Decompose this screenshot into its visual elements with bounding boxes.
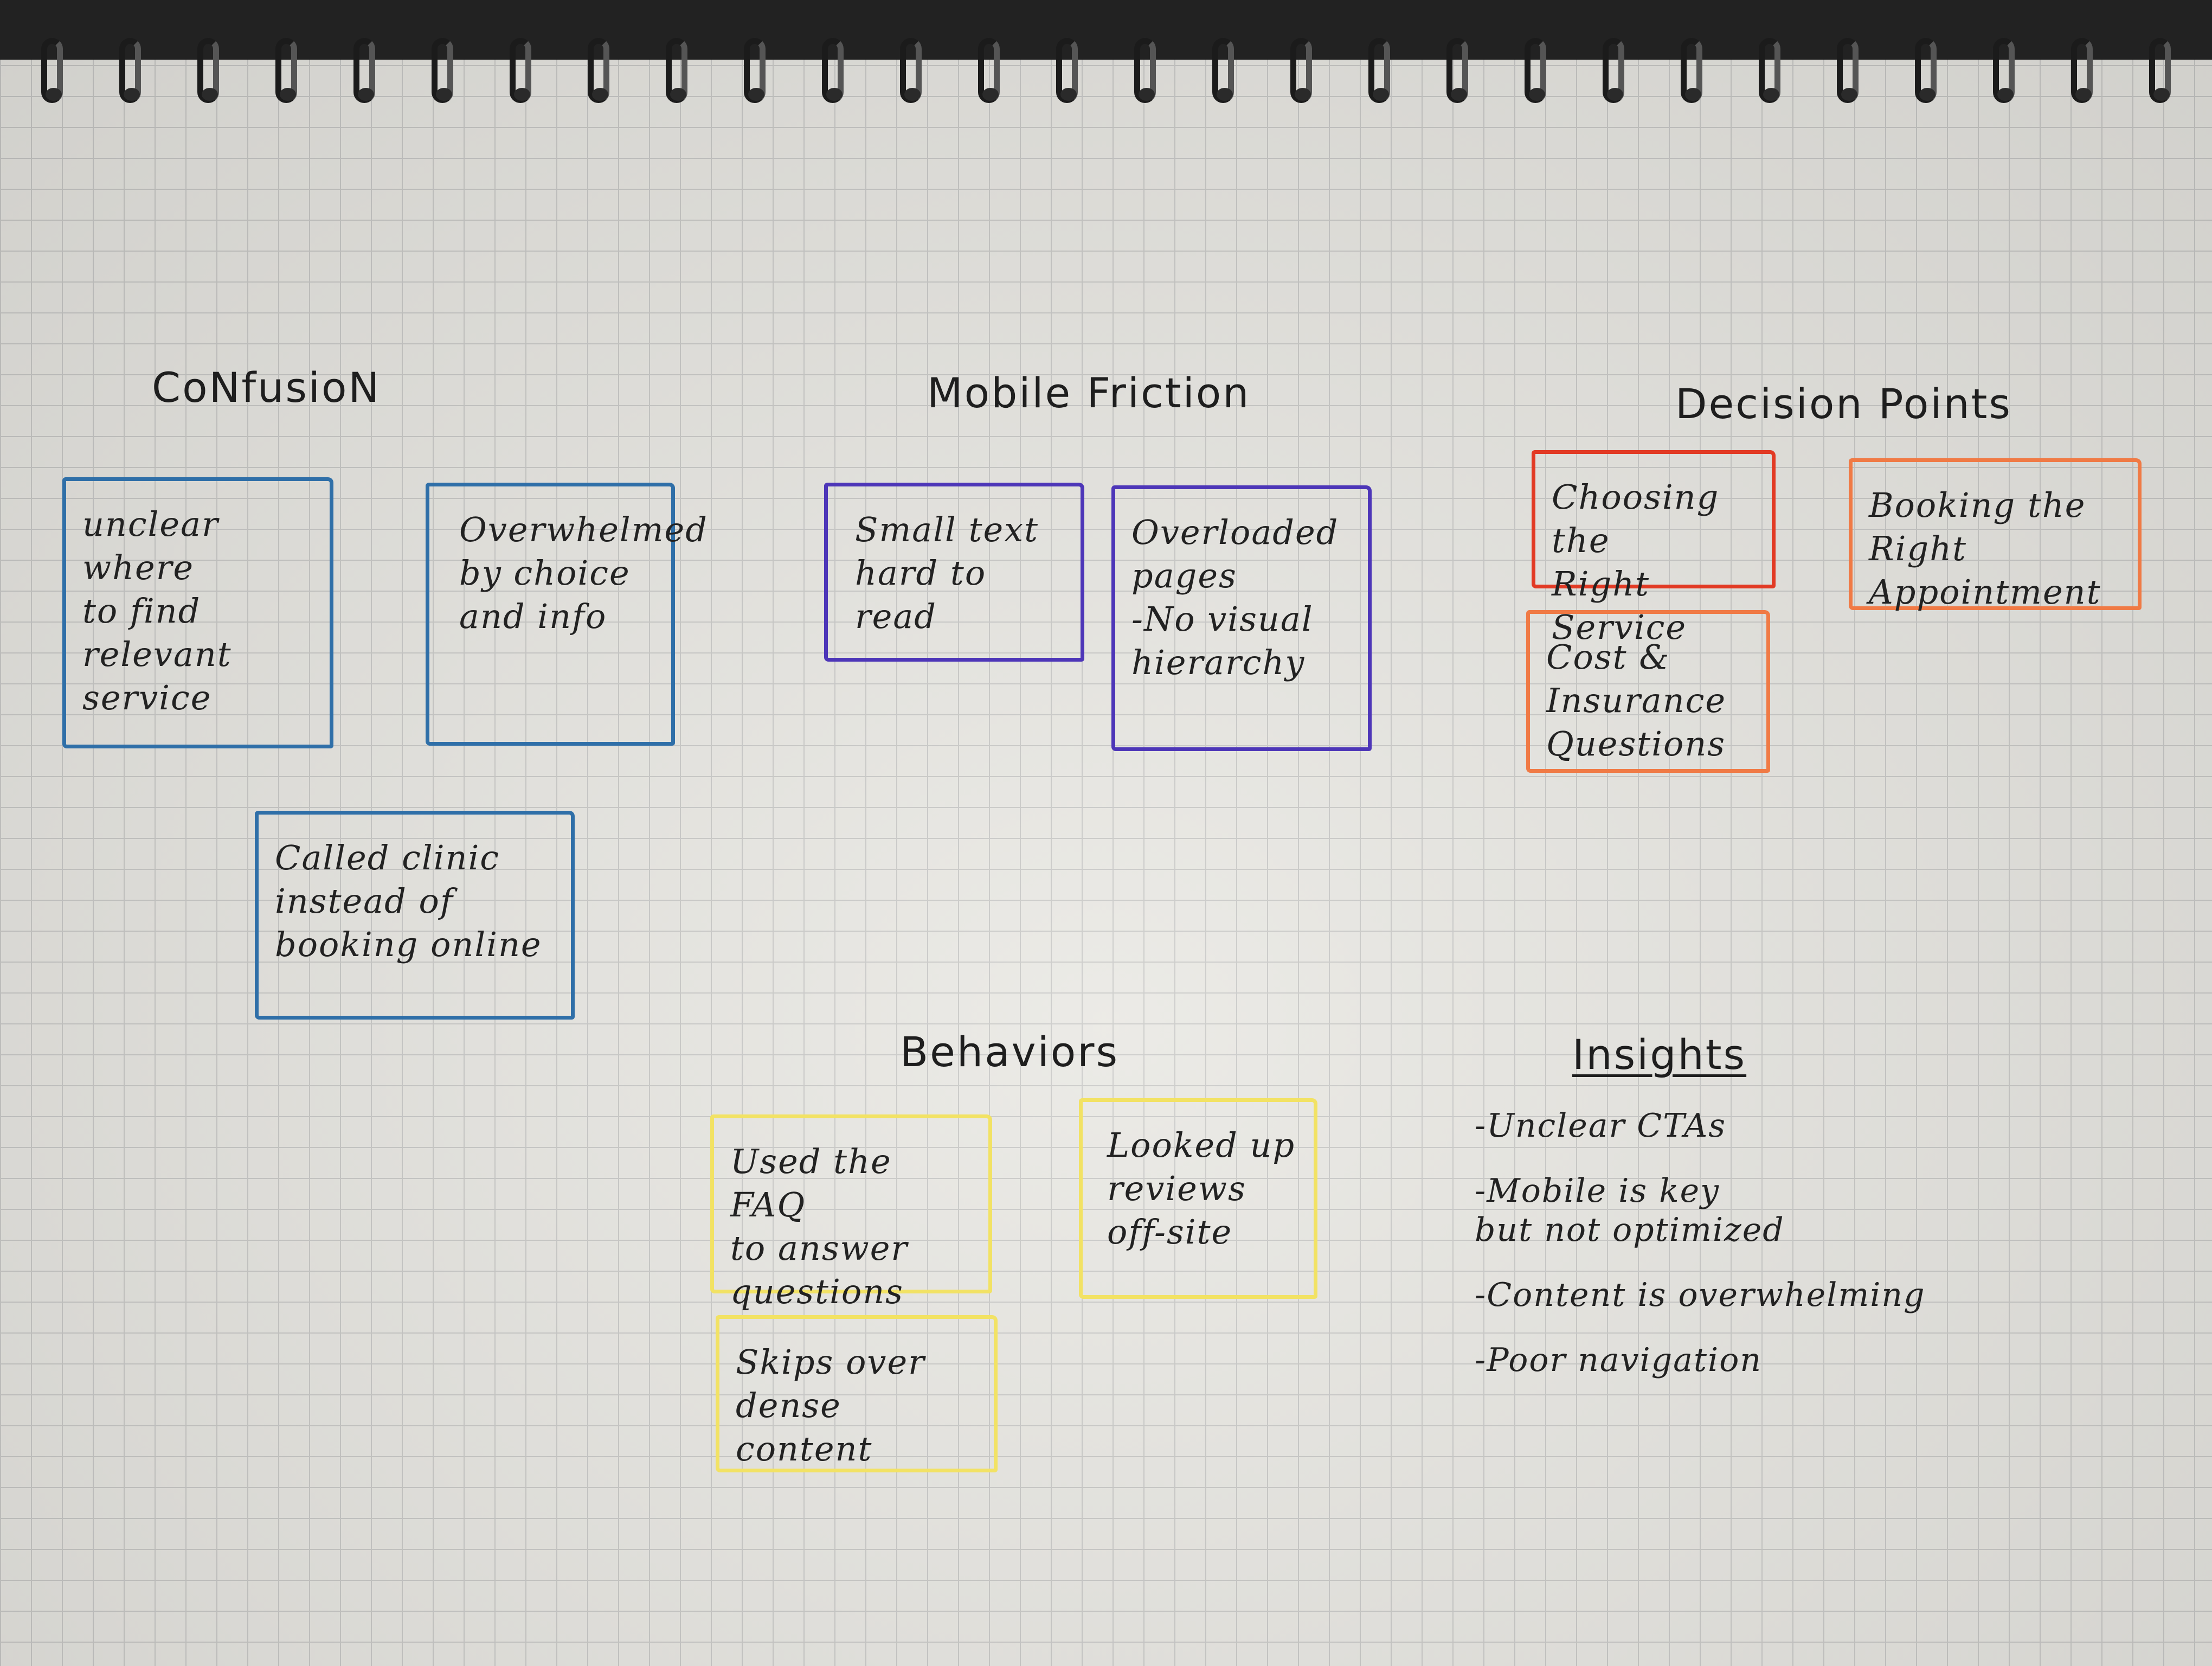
ring-hole [1373,88,1389,101]
ring-hole [826,88,843,101]
mobile-note-overloaded-pages: Overloaded pages -No visual hierarchy [1111,485,1372,751]
confusion-note-unclear-where: unclear where to find relevant service [62,477,333,748]
note-text: Cost & Insurance Questions [1546,637,1727,764]
ring-hole [748,88,764,101]
ring-hole [1685,88,1701,101]
ring-hole [1060,88,1077,101]
spiral-ring [584,38,617,103]
insight-item: -Poor navigation [1475,1341,1762,1379]
spiral-ring [1599,38,1632,103]
ring-hole [670,88,686,101]
note-text: Skips over dense content [736,1342,925,1469]
note-text: Called clinic instead of booking online [275,838,542,964]
note-text: Small text hard to read [855,510,1039,636]
ring-hole [358,88,374,101]
ring-hole [1841,88,1857,101]
spiral-ring [1131,38,1163,103]
ring-hole [46,88,62,101]
spiral-ring [272,38,305,103]
note-text: Choosing the Right Service [1552,477,1720,647]
confusion-note-overwhelmed: Overwhelmed by choice and info [426,483,708,746]
behavior-note-looked-up-reviews: Looked up reviews off-site [1079,1098,1317,1299]
ring-hole [124,88,140,101]
spiral-ring [1521,38,1554,103]
heading-behaviors: Behaviors [900,1028,1120,1076]
ring-hole [1529,88,1545,101]
note-text: Overwhelmed by choice and info [459,510,708,636]
confusion-note-called-clinic: Called clinic instead of booking online [255,811,575,1020]
spiral-ring [1756,38,1788,103]
decision-note-choosing-service: Choosing the Right Service [1532,450,1776,647]
mobile-note-small-text: Small text hard to read [824,483,1084,662]
spiral-ring [1912,38,1944,103]
behavior-note-used-faq: Used the FAQ to answer questions [710,1114,992,1311]
ring-hole [436,88,452,101]
ring-hole [982,88,999,101]
ring-hole [592,88,608,101]
ring-hole [514,88,530,101]
spiral-ring [975,38,1007,103]
heading-confusion: CoNfusioN [152,363,381,412]
note-text: Looked up reviews off-site [1107,1125,1296,1252]
spiral-ring [1443,38,1476,103]
spiral-ring [741,38,773,103]
decision-note-cost-insurance: Cost & Insurance Questions [1526,610,1770,773]
spiral-ring [1287,38,1320,103]
ring-hole [1295,88,1311,101]
spiral-ring [897,38,929,103]
insight-item: -Unclear CTAs [1475,1107,1727,1145]
note-text: Overloaded pages -No visual hierarchy [1131,512,1339,682]
ring-hole [2153,88,2170,101]
spiral-ring [38,38,70,103]
insight-item: -Content is overwhelming [1475,1276,1926,1314]
ring-hole [202,88,218,101]
spiral-ring [1990,38,2022,103]
spiral-ring [2068,38,2100,103]
spiral-ring [1209,38,1242,103]
heading-mobile-friction: Mobile Friction [927,369,1251,417]
ring-hole [1217,88,1233,101]
note-text: Used the FAQ to answer questions [730,1142,909,1311]
spiral-ring [116,38,149,103]
spiral-ring [506,38,539,103]
spiral-ring [194,38,227,103]
decision-note-booking-appointment: Booking the Right Appointment [1849,458,2142,612]
ring-hole [1607,88,1623,101]
spiral-ring [2146,38,2178,103]
behavior-note-skips-dense-content: Skips over dense content [716,1315,998,1472]
spiral-ring [1834,38,1866,103]
grid-paper-page [0,60,2212,1666]
insight-item: -Mobile is key but not optimized [1475,1172,1785,1249]
spiral-ring [1365,38,1398,103]
spiral-ring [819,38,851,103]
ring-hole [1919,88,1935,101]
note-text: unclear where to find relevant service [82,504,232,717]
ring-hole [1139,88,1155,101]
spiral-ring [428,38,461,103]
ring-hole [904,88,921,101]
insights-list: -Unclear CTAs -Mobile is key but not opti… [1475,1106,2125,1406]
heading-decision-points: Decision Points [1675,380,2012,428]
spiral-ring [1053,38,1085,103]
ring-hole [1763,88,1779,101]
ring-hole [1997,88,2014,101]
spiral-binding [0,0,2212,108]
ring-hole [1451,88,1467,101]
spiral-ring [350,38,383,103]
ring-hole [280,88,296,101]
heading-insights: Insights [1572,1030,1747,1079]
note-text: Booking the Right Appointment [1869,485,2101,612]
ring-hole [2075,88,2092,101]
spiral-ring [1677,38,1710,103]
spiral-ring [663,38,695,103]
